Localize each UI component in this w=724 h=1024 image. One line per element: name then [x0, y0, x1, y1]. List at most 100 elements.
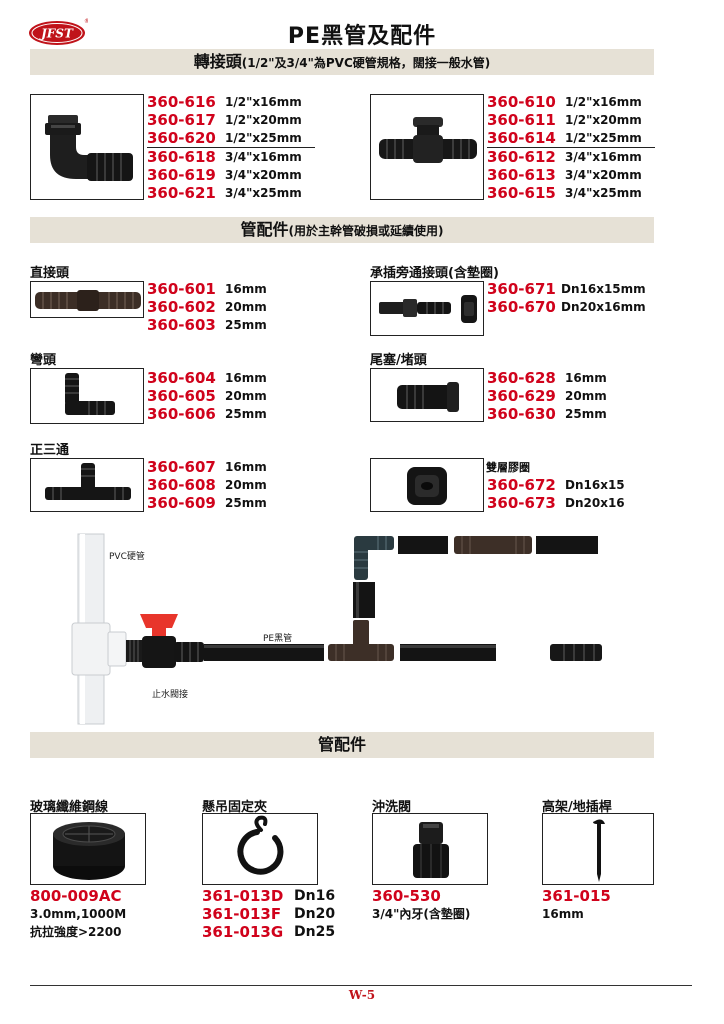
category-label-grommet: 雙層膠圈: [486, 461, 530, 474]
code: 361-013G: [202, 923, 284, 941]
diagram-label-pe: PE黑管: [263, 634, 293, 644]
product-label-flush-valve: 沖洗閥: [372, 800, 412, 815]
spec: Dn16: [294, 888, 336, 904]
divider: [147, 147, 315, 148]
page-title: PE黑管及配件: [287, 24, 437, 49]
code: 360-601: [147, 280, 216, 298]
code: 360-611: [487, 111, 556, 129]
page-number: W-5: [348, 988, 376, 1002]
wire-coil-icon: [53, 822, 125, 880]
divider: [487, 147, 655, 148]
category-label-bypass: 承插旁通接頭(含墊圈): [370, 266, 499, 281]
code: 360-603: [147, 316, 216, 334]
code: 360-604: [147, 369, 216, 387]
spec: 3/4"x20mm: [225, 168, 302, 182]
spec: 1/2"x20mm: [225, 113, 302, 127]
spec: Dn20x16mm: [561, 300, 646, 314]
product-label-clip: 懸吊固定夾: [202, 800, 268, 815]
product-image-hanging-clip: [202, 813, 318, 885]
code: 360-615: [487, 184, 556, 202]
code: 360-616: [147, 93, 216, 111]
spec: 25mm: [225, 407, 267, 421]
code: 360-607: [147, 458, 216, 476]
section-title: 管配件: [317, 735, 366, 754]
code: 360-609: [147, 494, 216, 512]
code: 360-630: [487, 405, 556, 423]
section-bar-adapters: 轉接頭(1/2"及3/4"為PVC硬管規格，闊接一般水管): [30, 49, 654, 75]
tee-icon: [45, 463, 131, 500]
code: 360-605: [147, 387, 216, 405]
registered-mark: ®: [84, 18, 88, 25]
spec: Dn16x15mm: [561, 282, 646, 296]
bypass-connector-icon: [379, 295, 477, 323]
product-image-flush-valve: [372, 813, 488, 885]
product-image-double-grommet: [370, 458, 484, 512]
code: 360-608: [147, 476, 216, 494]
spec: 20mm: [225, 478, 267, 492]
product-code: 800-009AC: [30, 887, 122, 905]
spec: 1/2"x25mm: [565, 131, 642, 145]
product-image-end-cap: [370, 368, 484, 422]
category-label-tee: 正三通: [30, 443, 70, 458]
diagram-label-pvc: PVC硬管: [109, 552, 145, 562]
code: 360-671: [487, 280, 556, 298]
category-label-elbow: 彎頭: [30, 353, 57, 368]
category-label-endcap: 尾塞/堵頭: [370, 353, 427, 368]
code: 361-013D: [202, 887, 284, 905]
spec: 3/4"x16mm: [565, 150, 642, 164]
section-bar-pipe-fittings: 管配件(用於主幹管破損或延續使用): [30, 217, 654, 243]
flush-valve-icon: [413, 822, 449, 878]
code: 360-619: [147, 166, 216, 184]
spec: 1/2"x25mm: [225, 131, 302, 145]
code: 360-618: [147, 148, 216, 166]
product-image-bypass-connector: [370, 281, 484, 336]
product-image-tee-adapter: [370, 94, 484, 200]
ground-stake-icon: [593, 819, 605, 882]
code: 360-613: [487, 166, 556, 184]
installation-diagram: [71, 533, 602, 725]
spec: 3/4"x20mm: [565, 168, 642, 182]
code: 360-673: [487, 494, 556, 512]
spec: 3/4"x16mm: [225, 150, 302, 164]
code: 360-628: [487, 369, 556, 387]
code: 360-620: [147, 129, 216, 147]
product-image-elbow: [30, 368, 144, 424]
code: 360-672: [487, 476, 556, 494]
spec: 16mm: [565, 371, 607, 385]
code: 360-606: [147, 405, 216, 423]
spec: 16mm: [225, 460, 267, 474]
spec: 25mm: [225, 318, 267, 332]
product-spec: 抗拉強度>2200: [30, 925, 122, 939]
category-label-straight: 直接頭: [30, 266, 70, 281]
code: 360-614: [487, 129, 556, 147]
product-spec: 16mm: [542, 907, 584, 921]
section-title: 轉接頭: [193, 52, 242, 71]
product-spec: 3/4"內牙(含墊圈): [372, 907, 471, 921]
product-image-ground-stake: [542, 813, 654, 885]
section-subtitle: (用於主幹管破損或延續使用): [288, 224, 444, 238]
product-spec: 3.0mm,1000M: [30, 907, 127, 921]
spec: 16mm: [225, 371, 267, 385]
footer-divider: [30, 985, 692, 986]
spec: 3/4"x25mm: [225, 186, 302, 200]
product-image-elbow-adapter: [30, 94, 144, 200]
code: 360-670: [487, 298, 556, 316]
code: 360-617: [147, 111, 216, 129]
spec: 20mm: [565, 389, 607, 403]
elbow-adapter-icon: [45, 115, 133, 181]
spec: Dn25: [294, 924, 336, 940]
product-code: 361-015: [542, 887, 611, 905]
spec: Dn20: [294, 906, 336, 922]
logo-text: JFST: [39, 27, 74, 41]
jfst-logo: JFST ®: [29, 18, 88, 45]
spec: 1/2"x16mm: [565, 95, 642, 109]
code: 360-602: [147, 298, 216, 316]
product-image-steel-wire: [30, 813, 146, 885]
spec: 1/2"x20mm: [565, 113, 642, 127]
